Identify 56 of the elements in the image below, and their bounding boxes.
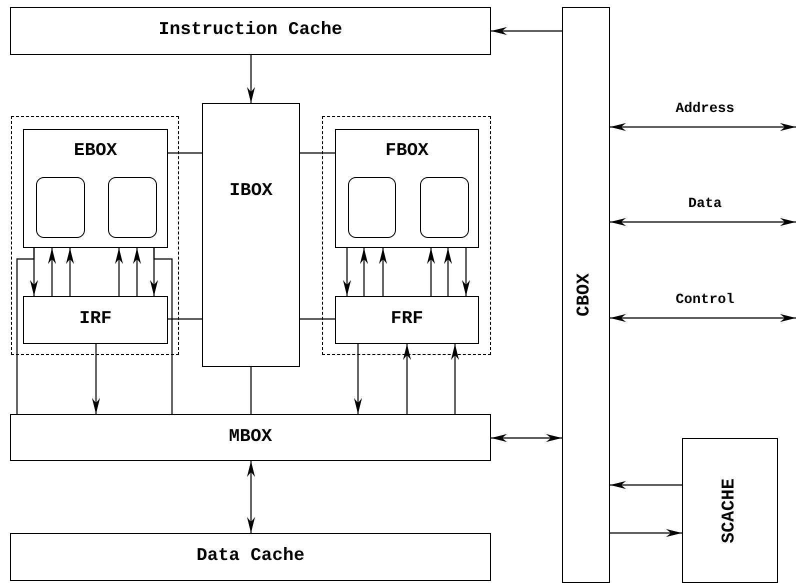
node-label: CBOX	[576, 273, 596, 317]
connector-line	[250, 367, 252, 414]
node-label: IRF	[79, 310, 112, 330]
connector-line	[300, 318, 335, 320]
connector-line	[300, 152, 335, 154]
arrow	[491, 434, 562, 442]
node-label: FBOX	[385, 142, 429, 162]
node-label: Data Cache	[196, 547, 305, 567]
unit-box	[23, 296, 168, 344]
arrow	[610, 123, 796, 131]
cache-box	[10, 533, 491, 581]
arrow	[247, 55, 255, 103]
rounded-box	[36, 177, 85, 238]
unit-box	[682, 438, 778, 583]
node-label: FRF	[390, 310, 424, 330]
node-label: SCACHE	[720, 478, 740, 543]
connector-line	[153, 248, 173, 414]
unit-box	[335, 129, 479, 248]
arrow	[462, 248, 470, 296]
dashed-group	[322, 116, 491, 355]
arrow	[92, 344, 100, 414]
dashed-group	[11, 116, 179, 355]
arrow	[360, 248, 368, 296]
node-label: Instruction Cache	[158, 21, 342, 41]
rounded-box	[108, 177, 157, 238]
arrow	[343, 248, 351, 296]
arrow	[491, 27, 562, 35]
arrow	[451, 344, 459, 414]
connector-line	[168, 318, 202, 320]
arrow	[48, 248, 56, 296]
cache-box	[10, 7, 491, 55]
arrow	[610, 481, 682, 489]
arrow	[354, 344, 362, 414]
node-label: IBOX	[229, 182, 273, 202]
arrow	[115, 248, 123, 296]
unit-box	[23, 129, 168, 248]
rounded-box	[348, 177, 396, 238]
unit-box	[335, 296, 479, 344]
unit-bar	[562, 7, 610, 583]
arrow	[379, 248, 387, 296]
arrow	[610, 218, 796, 226]
arrow	[133, 248, 141, 296]
connector-line	[16, 248, 35, 414]
arrow	[610, 314, 796, 322]
arrow	[403, 344, 411, 414]
node-label: MBOX	[228, 428, 272, 448]
node-label: EBOX	[74, 142, 118, 162]
arrow	[444, 248, 452, 296]
unit-box	[10, 414, 491, 461]
arrow	[427, 248, 435, 296]
arrow	[247, 461, 255, 533]
arrow	[66, 248, 74, 296]
arrow	[610, 529, 682, 537]
connector-line	[168, 152, 202, 154]
unit-box	[202, 103, 300, 367]
rounded-box	[420, 177, 469, 238]
